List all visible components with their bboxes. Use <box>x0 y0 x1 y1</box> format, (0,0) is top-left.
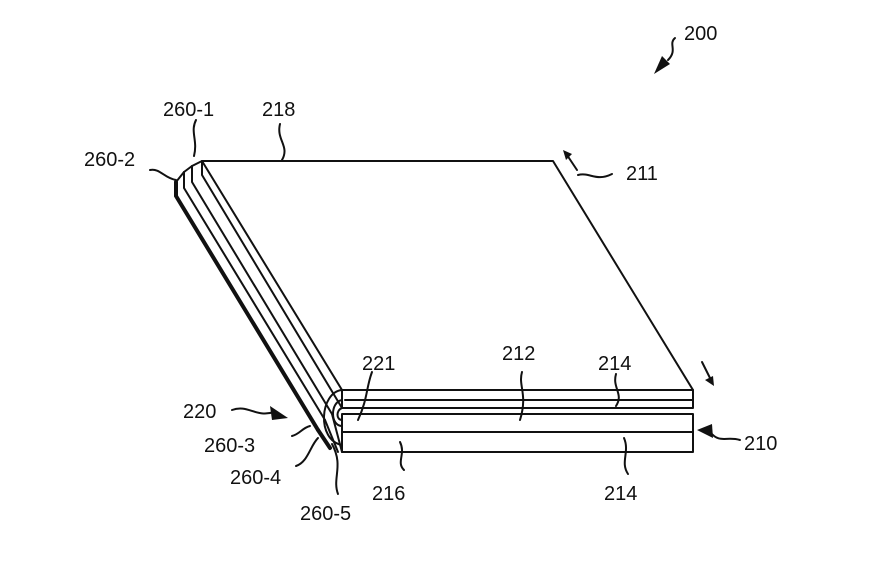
bottom-display-panel <box>341 413 694 453</box>
label-216: 216 <box>372 483 405 505</box>
label-210: 210 <box>744 433 777 455</box>
leader-lines <box>149 119 629 495</box>
labels: 200 260-1 218 260-2 211 221 212 214 220 … <box>84 23 777 525</box>
label-260-1: 260-1 <box>163 99 214 121</box>
label-260-2: 260-2 <box>84 149 135 171</box>
label-214-top: 214 <box>598 353 631 375</box>
label-200: 200 <box>684 23 717 45</box>
label-220: 220 <box>183 401 216 423</box>
label-260-5: 260-5 <box>300 503 351 525</box>
label-260-3: 260-3 <box>204 435 255 457</box>
label-221: 221 <box>362 353 395 375</box>
top-display-panel <box>201 160 694 409</box>
label-260-4: 260-4 <box>230 467 281 489</box>
label-214-bottom: 214 <box>604 483 637 505</box>
arrows <box>231 37 741 441</box>
label-212: 212 <box>502 343 535 365</box>
label-218: 218 <box>262 99 295 121</box>
fold-region <box>174 160 343 453</box>
arrow-200-head <box>654 56 670 74</box>
label-211: 211 <box>626 163 658 185</box>
